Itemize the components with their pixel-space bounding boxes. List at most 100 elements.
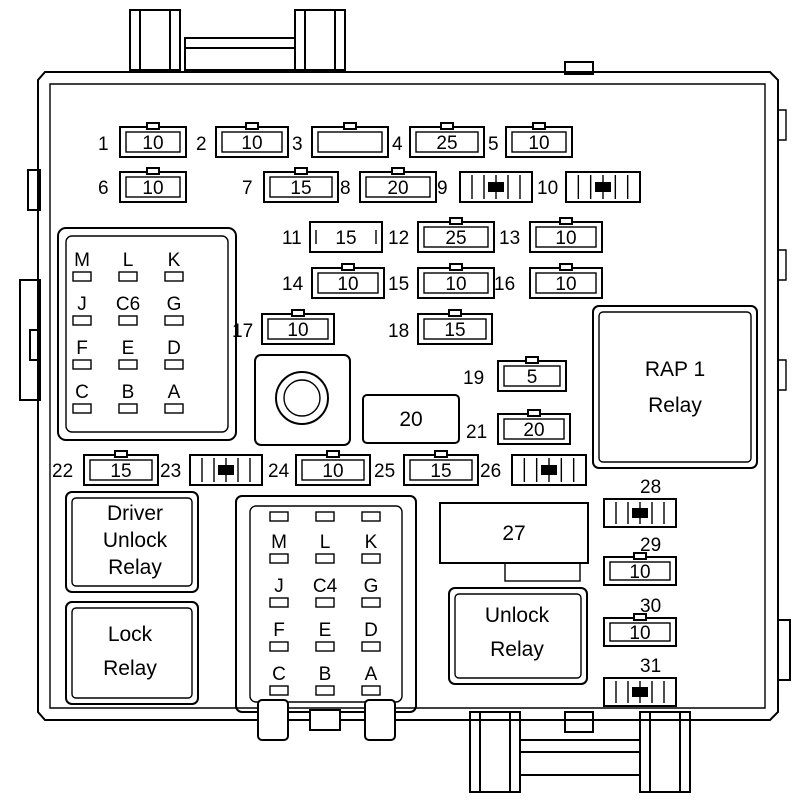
- c6-pin-E: E: [122, 338, 135, 359]
- fuse-4-tab: [440, 122, 454, 130]
- c6-socket: [118, 403, 138, 414]
- c4-socket: [269, 641, 289, 652]
- c6-pin-B: B: [122, 382, 135, 403]
- fuse-3: 3: [292, 122, 389, 158]
- fuse-1-number: 1: [98, 134, 109, 155]
- fuse-18-tab: [448, 309, 462, 317]
- c4-socket: [361, 511, 381, 522]
- socket: [254, 354, 351, 446]
- c6-socket: [72, 271, 92, 282]
- fuse-9-number: 9: [437, 178, 448, 199]
- c6-socket: [164, 403, 184, 414]
- connector-c4: [235, 495, 417, 741]
- c4-pin-A: A: [365, 664, 378, 685]
- fuse-22-number: 22: [52, 461, 73, 482]
- fuse-29-rating: 10: [629, 562, 650, 583]
- driver-unlock-relay-line-2: Relay: [108, 556, 162, 579]
- rap-1-relay-line-0: RAP 1: [645, 358, 705, 381]
- fuse-19-rating: 5: [527, 367, 538, 388]
- fuse-7-number: 7: [242, 178, 253, 199]
- fuse-15-inner: [423, 272, 489, 294]
- fuse-13-inner: [535, 226, 597, 248]
- fuse-20-rating: 20: [399, 408, 422, 431]
- c6-pin-A: A: [168, 382, 181, 403]
- fuse-12-inner: [423, 226, 489, 248]
- fuse-14-rating: 10: [337, 274, 358, 295]
- c4-socket: [269, 511, 289, 522]
- fuse-7-inner: [269, 176, 333, 198]
- connector-c6: [57, 227, 237, 441]
- fuse-23: 23: [160, 454, 263, 486]
- c4-pin-G: G: [364, 576, 379, 597]
- fuse-8-inner: [365, 176, 431, 198]
- fuse-1: 10 1: [98, 122, 187, 158]
- fuse-21-number: 21: [466, 422, 487, 443]
- fuse-12-tab: [449, 217, 463, 225]
- c6-label: C6: [116, 294, 140, 315]
- fuse-21-inner: [503, 418, 565, 440]
- fuse-2-tab: [245, 122, 259, 130]
- c6-pin-K: K: [168, 250, 181, 271]
- unlock-relay-box: [448, 587, 588, 685]
- fuse-6-inner: [125, 176, 181, 198]
- c6-socket: [164, 359, 184, 370]
- fuse-23-number: 23: [160, 461, 181, 482]
- fuse-25-inner: [409, 459, 473, 481]
- fuse-15-rating: 10: [445, 274, 466, 295]
- c6-pin-J: J: [77, 294, 87, 315]
- c6-socket: [118, 315, 138, 326]
- fuse-19-inner: [503, 365, 561, 387]
- fuse-27: 27: [502, 522, 525, 545]
- fuse-9: 9: [437, 171, 533, 203]
- fuse-1-inner: [125, 131, 181, 153]
- fuse-4-inner: [415, 131, 479, 153]
- c4-pin-M: M: [271, 532, 287, 553]
- fuse-25-number: 25: [374, 461, 395, 482]
- fuse-2: 102: [196, 122, 289, 158]
- fuse-1-rating: 10: [142, 133, 163, 154]
- fuse-8-rating: 20: [387, 178, 408, 199]
- fuse-5-rating: 10: [528, 133, 549, 154]
- c4-socket: [269, 553, 289, 564]
- fuse-5-tab: [532, 122, 546, 130]
- c4-pin-K: K: [365, 532, 378, 553]
- fuse-2-inner: [221, 131, 283, 153]
- fuse-4-rating: 25: [436, 133, 457, 154]
- fuse-4-number: 4: [392, 134, 403, 155]
- fuse-6-rating: 10: [142, 178, 163, 199]
- fuse-20-box: [362, 394, 460, 444]
- fuse-10-number: 10: [537, 178, 558, 199]
- fuse-17-tab: [291, 309, 305, 317]
- fuse-21-rating: 20: [523, 420, 544, 441]
- fuse-28-number: 28: [640, 477, 661, 498]
- c6-socket: [164, 315, 184, 326]
- c6-pin-L: L: [123, 250, 134, 271]
- fuse-31-clip: [632, 687, 648, 697]
- fuse-29-number: 29: [640, 535, 661, 556]
- fuse-11-number: 11: [282, 228, 302, 249]
- fuse-25-rating: 15: [430, 461, 451, 482]
- c4-socket: [315, 511, 335, 522]
- fuse-16-tab: [559, 263, 573, 271]
- c4-pin-D: D: [364, 620, 378, 641]
- fuse-10: 10: [537, 171, 641, 203]
- fuse-30-rating: 10: [629, 623, 650, 644]
- housing: [19, 9, 791, 793]
- fuse-18-inner: [423, 318, 487, 340]
- c6-socket: [118, 271, 138, 282]
- fuse-31: 31: [603, 656, 677, 707]
- fuse-5-inner: [511, 131, 567, 153]
- fuse-18-number: 18: [388, 321, 409, 342]
- fuse-6-number: 6: [98, 178, 109, 199]
- fuse-30-inner: [609, 622, 671, 642]
- fuse-24-rating: 10: [322, 461, 343, 482]
- fuse-17-number: 17: [232, 321, 253, 342]
- fuse-13-rating: 10: [555, 228, 576, 249]
- fuse-2-rating: 10: [241, 133, 262, 154]
